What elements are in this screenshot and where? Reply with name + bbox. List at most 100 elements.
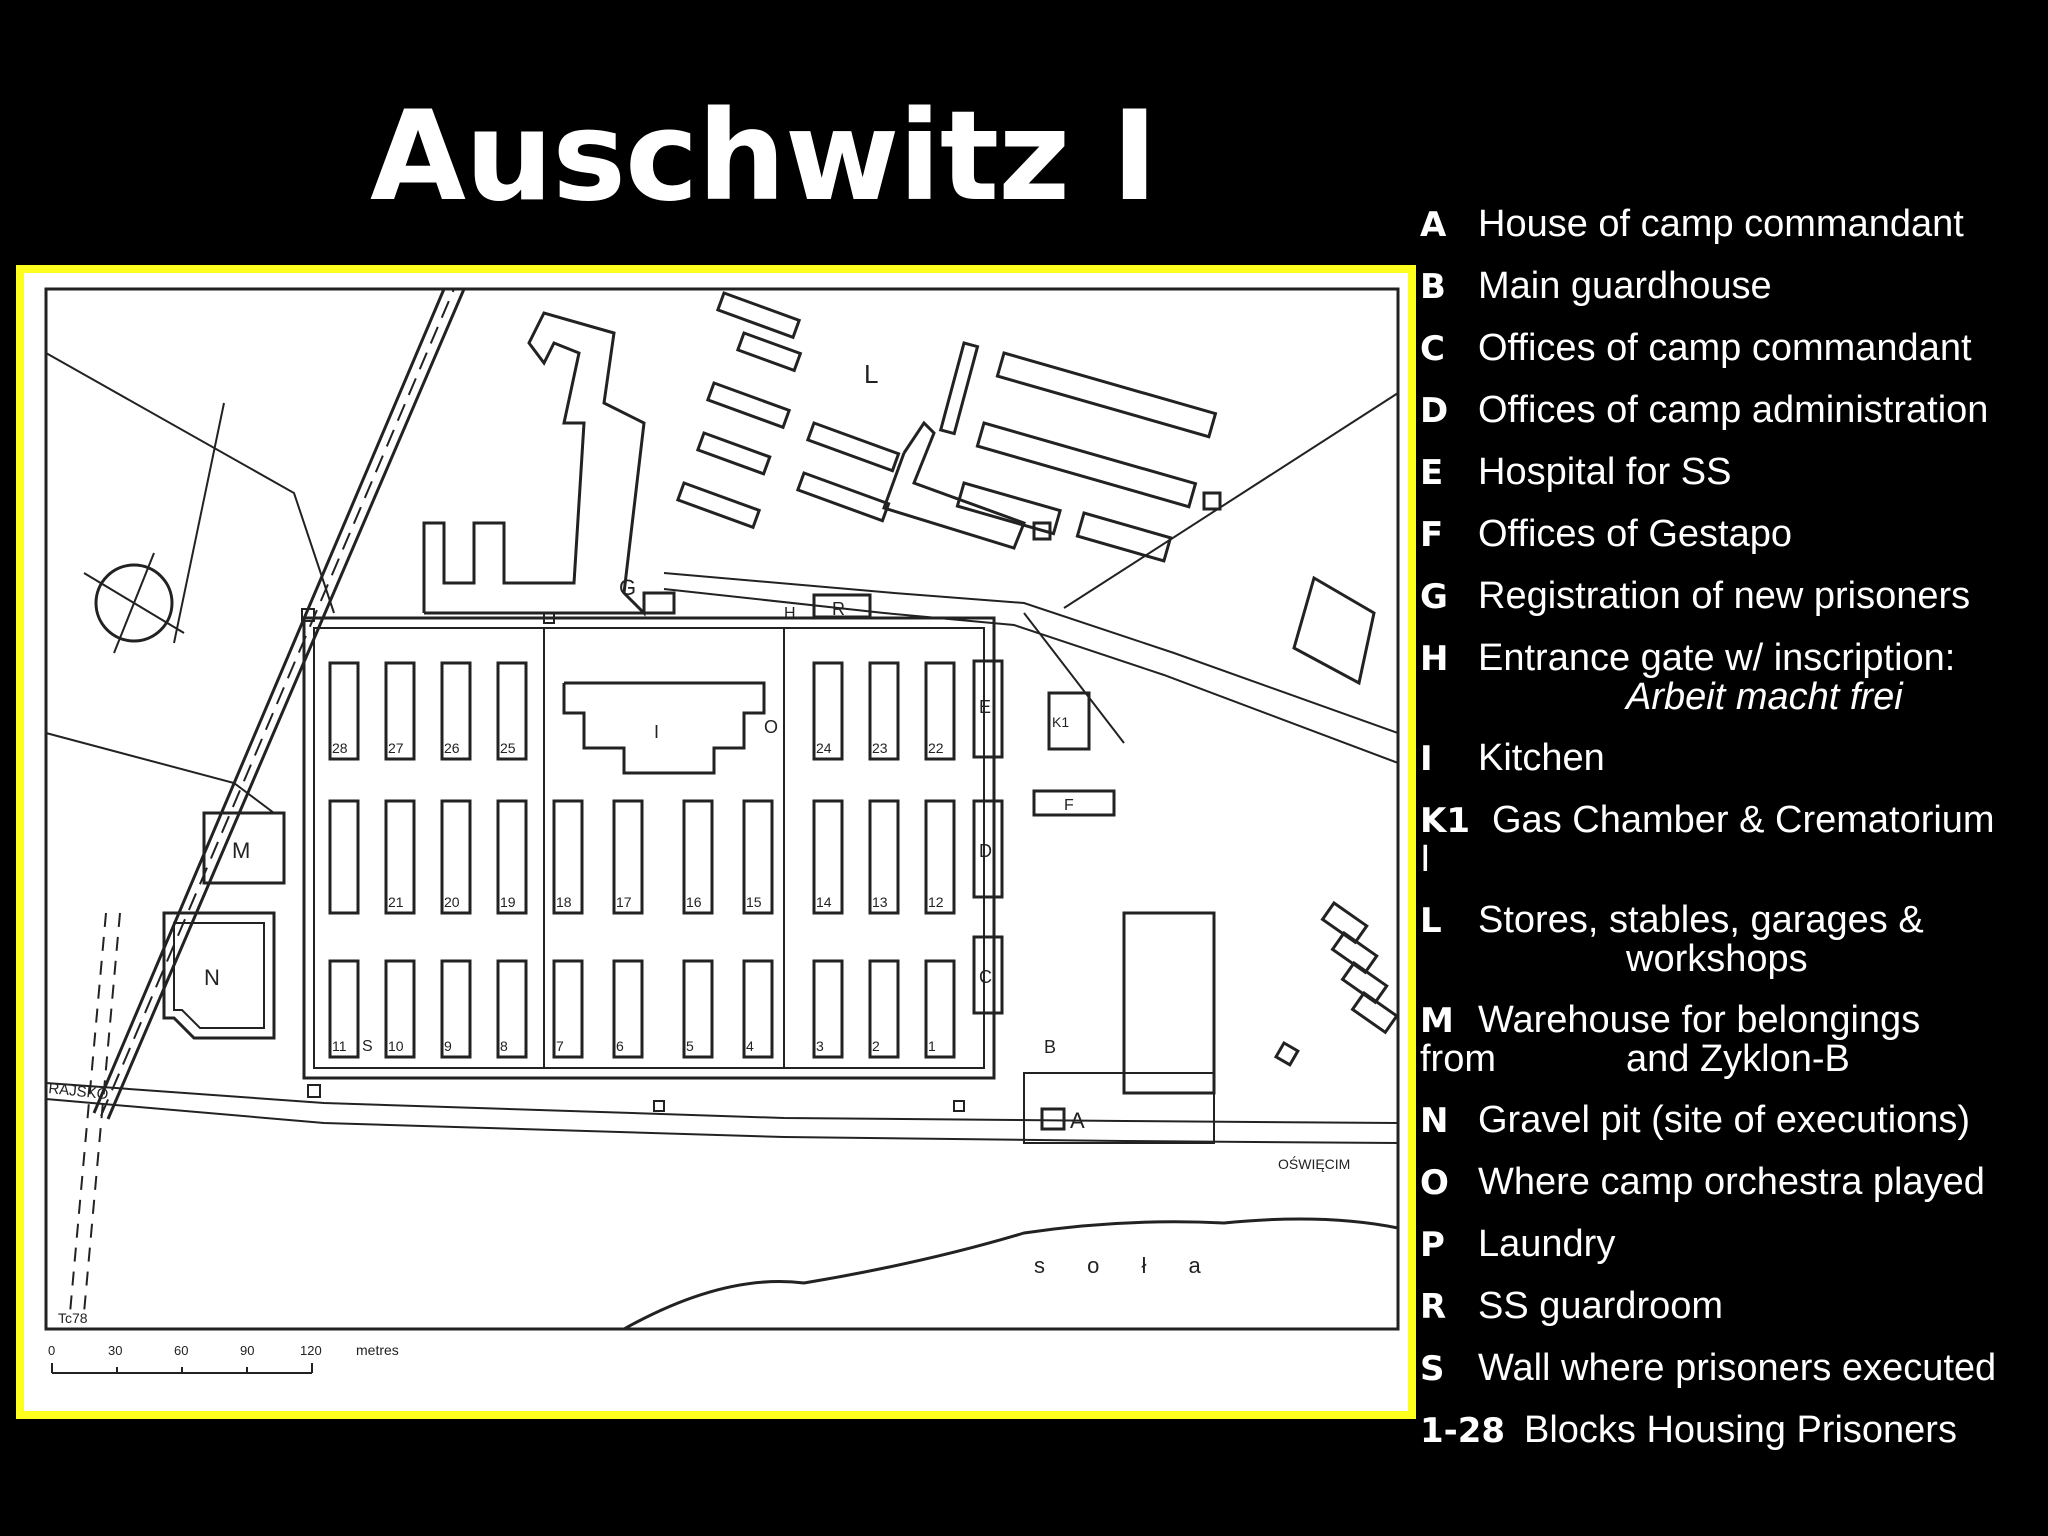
block-number-19: 19 xyxy=(500,894,516,910)
legend-key: S xyxy=(1420,1349,1445,1389)
prisoner-block xyxy=(812,661,844,761)
legend-description: Kitchen xyxy=(1478,737,1605,779)
map-label-o: O xyxy=(764,717,778,737)
map-label-f: F xyxy=(1064,797,1074,814)
legend-description: Where camp orchestra played xyxy=(1478,1161,1985,1203)
block-number-9: 9 xyxy=(444,1038,452,1054)
prisoner-block xyxy=(924,799,956,915)
prisoner-block xyxy=(682,959,714,1059)
laundry-building xyxy=(328,799,360,915)
prisoner-block xyxy=(552,799,584,915)
block-number-17: 17 xyxy=(616,894,632,910)
scale-unit: metres xyxy=(356,1342,399,1358)
prisoner-block xyxy=(440,959,472,1059)
legend-key: E xyxy=(1420,453,1444,493)
map-label-a: A xyxy=(1070,1108,1085,1133)
legend-description: Main guardhouse xyxy=(1478,265,1772,307)
map-label-e: E xyxy=(979,697,991,717)
map-label-m: M xyxy=(232,838,250,863)
legend-key: D xyxy=(1420,391,1449,431)
legend-description: SS guardroom xyxy=(1478,1285,1724,1327)
prisoner-block xyxy=(742,959,774,1059)
block-number-18: 18 xyxy=(556,894,572,910)
legend-description: Offices of camp administration xyxy=(1478,389,1989,431)
legend-description: Gravel pit (site of executions) xyxy=(1478,1099,1971,1141)
block-number-4: 4 xyxy=(746,1038,754,1054)
block-number-5: 5 xyxy=(686,1038,694,1054)
legend-key: K1 xyxy=(1420,801,1471,841)
map-label-g: G xyxy=(619,575,636,600)
prisoner-block xyxy=(812,799,844,915)
legend-key: O xyxy=(1420,1163,1449,1203)
legend-description-continuation: and Zyklon-B xyxy=(1626,1038,1850,1080)
map-label-i: I xyxy=(654,722,659,742)
prisoner-block xyxy=(924,959,956,1059)
prisoner-block xyxy=(868,959,900,1059)
legend-description: Entrance gate w/ inscription: xyxy=(1478,637,1956,679)
block-number-16: 16 xyxy=(686,894,702,910)
legend-description: Stores, stables, garages & xyxy=(1478,899,1924,941)
block-number-3: 3 xyxy=(816,1038,824,1054)
map-label-b: B xyxy=(1044,1037,1056,1057)
prisoner-block xyxy=(612,799,644,915)
map-label-road-east: OŚWIĘCIM xyxy=(1278,1155,1350,1172)
map-label-l: L xyxy=(864,359,878,389)
prisoner-block xyxy=(384,959,416,1059)
legend-key: B xyxy=(1420,267,1446,307)
map-label-k1: K1 xyxy=(1052,714,1069,730)
block-number-11: 11 xyxy=(332,1038,347,1054)
legend-item-o: O Where camp orchestra played xyxy=(1420,1163,2048,1225)
legend-item-s: S Wall where prisoners executed xyxy=(1420,1349,2048,1411)
block-number-26: 26 xyxy=(444,740,460,756)
legend-description: Laundry xyxy=(1478,1223,1616,1265)
prisoner-block xyxy=(496,799,528,915)
legend-description: Blocks Housing Prisoners xyxy=(1524,1409,1957,1451)
block-number-22: 22 xyxy=(928,740,944,756)
block-number-2: 2 xyxy=(872,1038,880,1054)
legend-key: N xyxy=(1420,1101,1449,1141)
legend-description: Warehouse for belongings xyxy=(1478,999,1921,1041)
prisoner-block xyxy=(496,661,528,761)
legend-description-continuation: workshops xyxy=(1626,938,1808,980)
scale-tick-0: 0 xyxy=(48,1343,55,1358)
prisoner-block xyxy=(384,799,416,915)
map-label-d: D xyxy=(979,841,992,861)
page-title: Auschwitz I xyxy=(370,85,1158,229)
block-number-15: 15 xyxy=(746,894,762,910)
block-number-10: 10 xyxy=(388,1038,404,1054)
map-label-h: H xyxy=(784,605,796,622)
legend-key: L xyxy=(1420,901,1442,941)
legend-key: M xyxy=(1420,1001,1454,1041)
block-number-24: 24 xyxy=(816,740,832,756)
block-number-14: 14 xyxy=(816,894,832,910)
camp-map-drawing: G L R H I O P xyxy=(44,287,1400,1374)
legend-description: Wall where prisoners executed xyxy=(1478,1347,1997,1389)
block-number-1: 1 xyxy=(928,1038,936,1054)
prisoner-block xyxy=(552,959,584,1059)
legend-description: House of camp commandant xyxy=(1478,203,1964,245)
prisoner-block xyxy=(812,959,844,1059)
map-scale-bar: 0 30 60 90 120 metres xyxy=(48,1342,399,1374)
block-number-12: 12 xyxy=(928,894,944,910)
block-number-28: 28 xyxy=(332,740,348,756)
camp-map: G L R H I O P xyxy=(16,265,1416,1419)
legend-key: C xyxy=(1420,329,1445,369)
block-number-27: 27 xyxy=(388,740,404,756)
map-corner-mark: Tc78 xyxy=(58,1310,88,1326)
legend-description: Gas Chamber & Crematorium xyxy=(1492,799,1995,841)
prisoner-block xyxy=(440,799,472,915)
block-number-8: 8 xyxy=(500,1038,508,1054)
legend-description-continuation: Arbeit macht frei xyxy=(1626,676,1903,718)
legend-key: F xyxy=(1420,515,1444,555)
map-label-n: N xyxy=(204,965,220,990)
